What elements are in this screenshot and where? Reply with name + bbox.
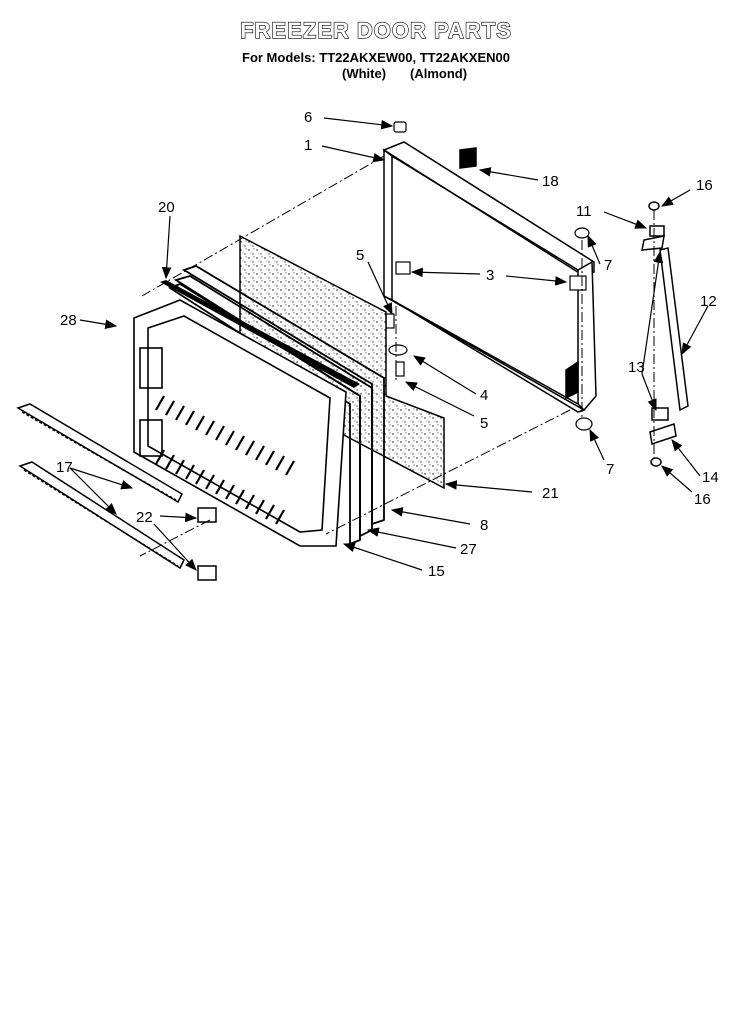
door-liner (133, 299, 347, 547)
callout-3: 3 (486, 267, 494, 284)
callout-20: 20 (158, 199, 175, 216)
callout-15: 15 (428, 563, 445, 580)
callout-5-lower: 5 (480, 415, 488, 432)
callout-8: 8 (480, 517, 488, 534)
shelf-ridges (155, 395, 295, 525)
callout-7-lower: 7 (606, 461, 614, 478)
callout-16-lower: 16 (694, 491, 711, 508)
leader-arrows (69, 117, 709, 571)
callout-6: 6 (304, 109, 312, 126)
hinge-bar-assembly (641, 201, 689, 467)
callout-7-upper: 7 (604, 257, 612, 274)
callout-1: 1 (304, 137, 312, 154)
variant-white: (White) (342, 66, 387, 81)
callout-22: 22 (136, 509, 153, 526)
callout-14: 14 (702, 469, 719, 486)
callout-11: 11 (576, 203, 592, 220)
callout-13: 13 (628, 359, 645, 376)
callout-17: 17 (56, 459, 73, 476)
callout-18: 18 (542, 173, 559, 190)
top-trim-bar (160, 280, 360, 388)
callout-16-upper: 16 (696, 177, 713, 194)
variant-almond: (Almond) (410, 66, 468, 81)
callout-labels: 6 1 18 20 5 3 28 4 5 7 7 11 16 12 13 14 … (56, 109, 719, 580)
callout-4: 4 (480, 387, 488, 404)
page-title: FREEZER DOOR PARTS (239, 17, 512, 43)
callout-21: 21 (542, 485, 559, 502)
models-line: For Models: TT22AKXEW00, TT22AKXEN00 (242, 50, 510, 65)
shelf-bars (16, 403, 217, 581)
callout-5-upper: 5 (356, 247, 364, 264)
callout-28: 28 (60, 312, 77, 329)
callout-27: 27 (460, 541, 477, 558)
callout-12: 12 (700, 293, 717, 310)
